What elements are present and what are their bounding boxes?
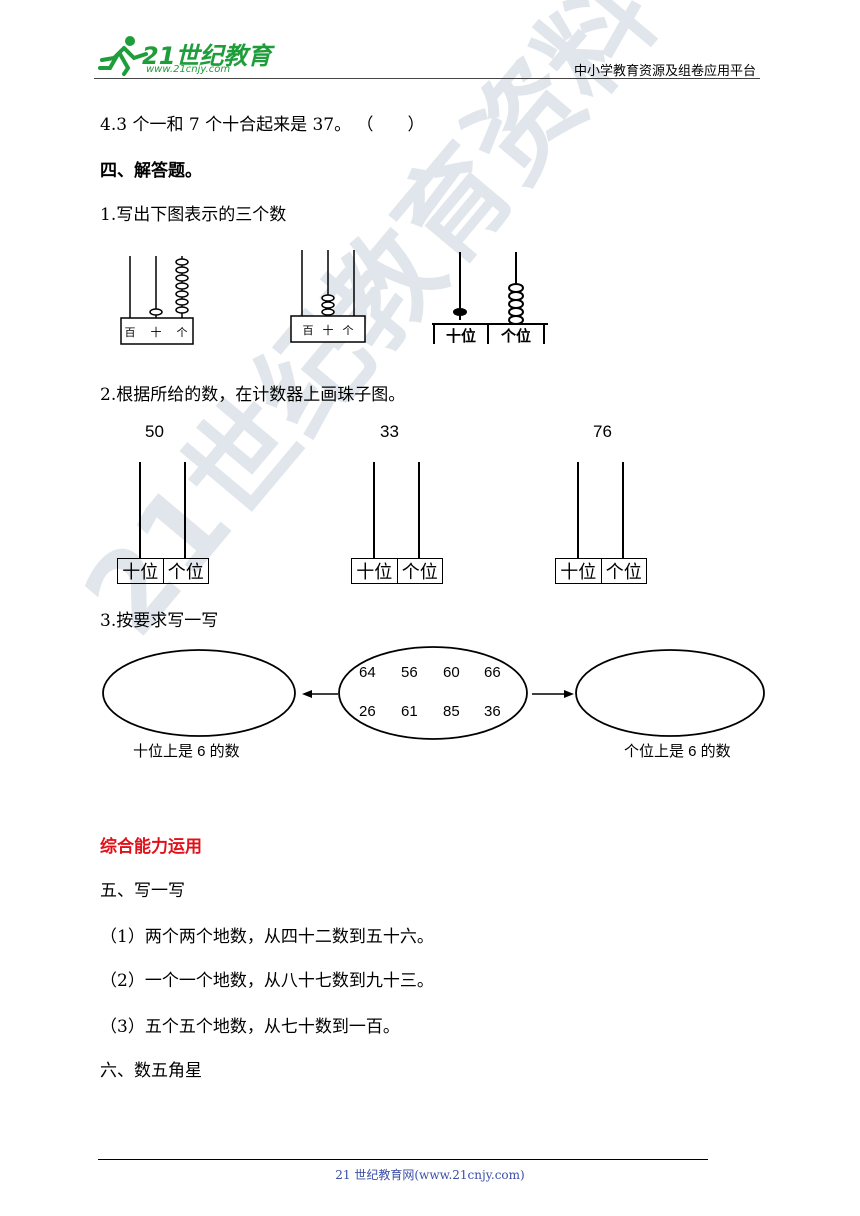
abacus-1-label-ones: 个 bbox=[177, 326, 188, 339]
platform-name: 中小学教育资源及组卷应用平台 bbox=[573, 64, 756, 79]
counter-1-tens-rod bbox=[139, 462, 141, 558]
number-r1-2: 56 bbox=[401, 664, 418, 681]
question-4-2: 2.根据所给的数，在计数器上画珠子图。 bbox=[100, 385, 406, 405]
number-r1-1: 64 bbox=[359, 664, 376, 681]
abacus-1-label-hundreds: 百 bbox=[125, 326, 136, 339]
counter-2-ones-label: 个位 bbox=[396, 559, 443, 583]
counter-3-tens-rod bbox=[577, 462, 579, 558]
abacus-3-label-tens: 十位 bbox=[446, 327, 476, 345]
counter-3-base: 十位 个位 bbox=[555, 558, 647, 584]
right-ellipse-label: 个位上是 6 的数 bbox=[624, 743, 731, 760]
counter-2-tens-rod bbox=[373, 462, 375, 558]
number-r1-3: 60 bbox=[443, 664, 460, 681]
counter-3-ones-label: 个位 bbox=[600, 559, 647, 583]
number-r2-1: 26 bbox=[359, 703, 376, 720]
section-4-title: 四、解答题。 bbox=[100, 161, 202, 181]
counter-3-tens-label: 十位 bbox=[560, 562, 597, 583]
footer-text: 21 世纪教育网(www.21cnjy.com) bbox=[335, 1168, 525, 1182]
counter-1-tens-label: 十位 bbox=[122, 562, 159, 583]
counter-1-number: 50 bbox=[145, 422, 164, 441]
counter-1-base: 十位 个位 bbox=[117, 558, 209, 584]
abacus-3-label-ones: 个位 bbox=[500, 327, 531, 345]
counter-1-ones-rod bbox=[184, 462, 186, 558]
right-ellipse bbox=[575, 649, 765, 737]
header-divider bbox=[94, 78, 760, 79]
abacus-2-label-ones: 个 bbox=[343, 324, 354, 337]
logo-text: 21世纪教育 bbox=[142, 42, 272, 70]
abacus-3: 十位 个位 bbox=[432, 252, 548, 345]
counter-2-ones-rod bbox=[418, 462, 420, 558]
right-arrow-head bbox=[564, 690, 574, 698]
section-5-item-1: （1）两个两个地数，从四十二数到五十六。 bbox=[100, 927, 434, 947]
left-ellipse-label: 十位上是 6 的数 bbox=[133, 743, 240, 760]
section-5-title: 五、写一写 bbox=[100, 881, 185, 901]
center-ellipse bbox=[338, 646, 528, 740]
abacus-1: 百 十 个 bbox=[120, 256, 194, 345]
abacus-1-label-tens: 十 bbox=[151, 325, 162, 339]
abacus-2-label-hundreds: 百 bbox=[303, 324, 314, 337]
left-ellipse bbox=[102, 649, 296, 737]
counter-2-number: 33 bbox=[380, 422, 399, 441]
question-4-3: 3.按要求写一写 bbox=[100, 611, 219, 631]
counter-2-tens-label: 十位 bbox=[356, 562, 393, 583]
question-4-1: 1.写出下图表示的三个数 bbox=[100, 205, 287, 225]
left-arrow-head bbox=[302, 690, 312, 698]
logo-url: www.21cnjy.com bbox=[146, 64, 231, 75]
number-r2-2: 61 bbox=[401, 703, 418, 720]
counter-3-number: 76 bbox=[593, 422, 612, 441]
logo-runner-icon bbox=[98, 36, 148, 76]
counter-3-ones-rod bbox=[622, 462, 624, 558]
judge-question-4: 4.3 个一和 7 个十合起来是 37。 （ ） bbox=[100, 115, 425, 135]
header: 21世纪教育 www.21cnjy.com 中小学教育资源及组卷应用平台 bbox=[94, 34, 760, 80]
sorting-diagram bbox=[102, 646, 765, 740]
abacus-2: 百 十 个 bbox=[290, 250, 366, 343]
number-r2-3: 85 bbox=[443, 703, 460, 720]
section-5-item-3: （3）五个五个地数，从七十数到一百。 bbox=[100, 1017, 400, 1037]
section-5-item-2: （2）一个一个地数，从八十七数到九十三。 bbox=[100, 971, 434, 991]
counter-1-ones-label: 个位 bbox=[162, 559, 209, 583]
section-6-title: 六、数五角星 bbox=[100, 1061, 202, 1081]
abacus-2-label-tens: 十 bbox=[323, 323, 334, 337]
footer-divider bbox=[98, 1159, 708, 1160]
counter-2-base: 十位 个位 bbox=[351, 558, 443, 584]
number-r1-4: 66 bbox=[484, 664, 501, 681]
comprehensive-heading: 综合能力运用 bbox=[100, 837, 202, 857]
number-r2-4: 36 bbox=[484, 703, 501, 720]
